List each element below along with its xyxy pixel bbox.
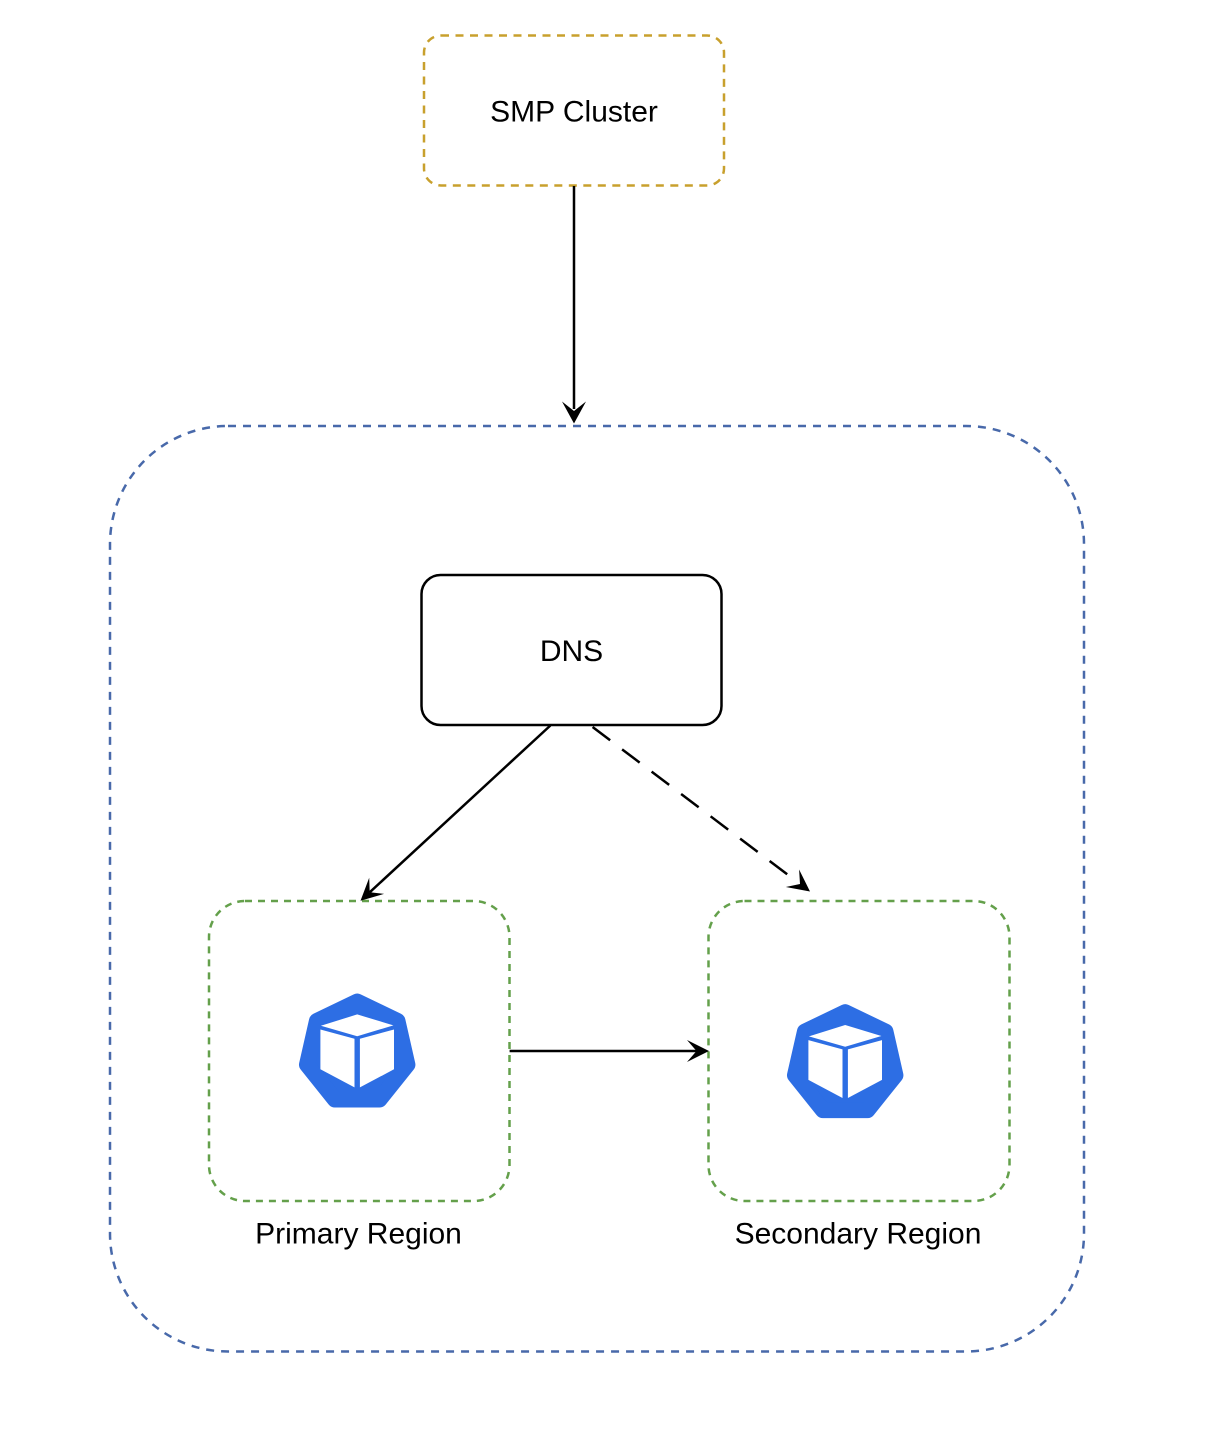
svg-text:SMP Cluster: SMP Cluster bbox=[490, 96, 658, 129]
svg-text:DNS: DNS bbox=[540, 635, 603, 668]
svg-text:Primary Region: Primary Region bbox=[255, 1218, 462, 1251]
svg-text:Secondary Region: Secondary Region bbox=[735, 1218, 982, 1251]
